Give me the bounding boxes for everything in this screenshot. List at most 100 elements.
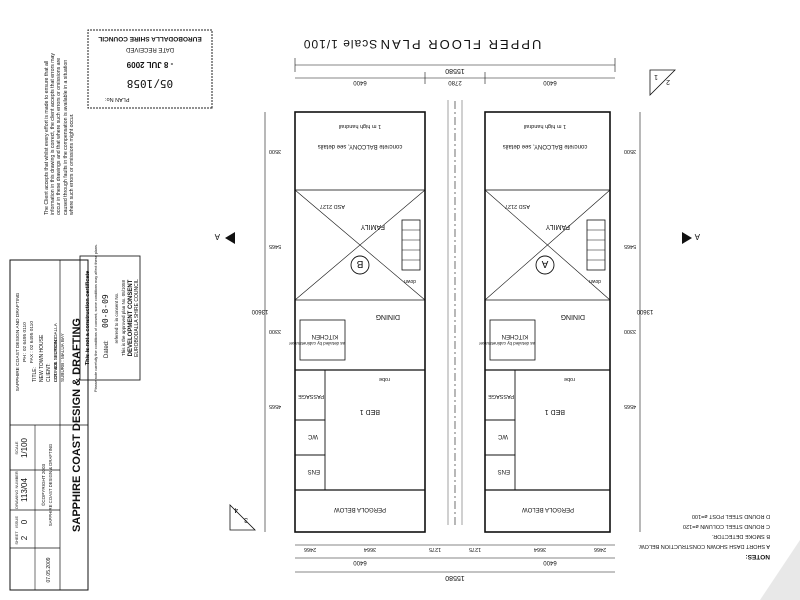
notes-heading: NOTES: bbox=[745, 553, 770, 560]
consent-line-4: referred to in consent No. bbox=[114, 293, 119, 344]
dim-a-bed: 4565 bbox=[624, 403, 636, 409]
dim-b-total: 13600 bbox=[251, 308, 268, 314]
dim-a-family: 5465 bbox=[624, 243, 636, 249]
company-short: SAPPHIRE COAST DESIGN AND DRAFTING bbox=[15, 292, 21, 391]
dim-bottom-left: 6400 bbox=[543, 559, 557, 565]
scale-label: SCALE bbox=[14, 441, 19, 454]
date-value: 07.05.2009 bbox=[46, 557, 52, 582]
consent-line-3: This is the approved plan No. 05/1058 bbox=[121, 279, 126, 356]
unit-a-marker bbox=[535, 255, 555, 275]
date-received-stamp: PLAN No: 05/1058 - 8 JUL 2009 DATE RECEI… bbox=[87, 29, 213, 109]
sheet-value: 2 bbox=[20, 535, 29, 540]
unit-b-kitchen-bench bbox=[299, 319, 346, 361]
unit-b-ens-label: ENS bbox=[308, 468, 320, 474]
unit-a-kitchen: KITCHEN bbox=[502, 333, 528, 339]
consent-dated: Dated: bbox=[104, 340, 110, 358]
dim-seg-2: 3664 bbox=[534, 546, 546, 552]
unit-b-stair bbox=[401, 219, 421, 271]
svg-text:4: 4 bbox=[234, 506, 238, 513]
disclaimer-text: The Client accepts that whilst every eff… bbox=[43, 52, 75, 215]
unit-b-wc-label: WC bbox=[307, 433, 318, 439]
stamp-plan-no: PLAN No: bbox=[105, 96, 130, 102]
section-marker-left bbox=[682, 232, 692, 244]
note-2: B SMOKE DETECTOR. bbox=[711, 533, 770, 539]
dim-top-right: 6400 bbox=[353, 79, 367, 85]
consent-line-2: Please note carefully the conditions of … bbox=[94, 244, 98, 392]
dim-seg-1: 2466 bbox=[594, 546, 606, 552]
dim-seg-5: 3664 bbox=[364, 546, 376, 552]
svg-text:3: 3 bbox=[244, 516, 248, 523]
lot-value: LOT : 608 SECTION : bbox=[53, 337, 58, 382]
unit-a-robe: robe bbox=[564, 376, 575, 382]
unit-b-robe: robe bbox=[379, 376, 390, 382]
unit-b-balcony bbox=[294, 111, 426, 191]
unit-b-handrail: 1 m high handrail bbox=[339, 123, 381, 129]
unit-a-pergola bbox=[484, 489, 611, 533]
unit-a-kitchen-bench bbox=[489, 319, 536, 361]
unit-b-kitchen-note: as detailed by cabinetmaker bbox=[288, 341, 345, 346]
unit-a-balcony bbox=[484, 111, 611, 191]
unit-a-down: down bbox=[589, 278, 601, 284]
unit-b: concrete BALCONY, see details 1 m high h… bbox=[251, 111, 426, 533]
svg-text:1: 1 bbox=[654, 73, 658, 80]
suburb-value: SUBURB : MALUA BAY bbox=[60, 333, 65, 382]
dim-top-mid: 2780 bbox=[448, 79, 462, 85]
dim-a-kitchen: 3300 bbox=[624, 328, 636, 334]
title-block: SAPPHIRE COAST DESIGN & DRAFTING SAPPHIR… bbox=[9, 259, 89, 591]
unit-a-stair bbox=[586, 219, 606, 271]
page-curl bbox=[760, 540, 800, 600]
sheet-label: SHEET bbox=[14, 531, 19, 545]
drawing-number-label: DRAWING NUMBER bbox=[14, 471, 19, 509]
dim-a-total: 13600 bbox=[636, 308, 653, 314]
plan-scale: Scale 1/100 bbox=[303, 37, 377, 51]
scale-value: 1/100 bbox=[20, 437, 29, 458]
stamp-date: - 8 JUL 2009 bbox=[126, 60, 173, 69]
unit-b-dining: DINING bbox=[376, 313, 401, 320]
unit-a-bed1: BED 1 bbox=[545, 408, 565, 415]
dim-b-family: 5465 bbox=[269, 243, 281, 249]
company-name: SAPPHIRE COAST DESIGN & DRAFTING bbox=[71, 318, 83, 532]
unit-a-dining: DINING bbox=[561, 313, 586, 320]
dim-seg-6: 2466 bbox=[304, 546, 316, 552]
unit-b-kitchen: KITCHEN bbox=[312, 333, 338, 339]
unit-a-passage-label: PASSAGE bbox=[488, 393, 514, 399]
unit-a-handrail: 1 m high handrail bbox=[524, 123, 566, 129]
unit-b-balcony-detail: concrete BALCONY, see details bbox=[318, 143, 403, 149]
dim-bottom-right: 6400 bbox=[353, 559, 367, 565]
stamp-plan-number: 05/1058 bbox=[127, 77, 173, 90]
unit-b-pergola-label: PERGOLA BELOW bbox=[334, 506, 386, 512]
dim-a-balcony: 3500 bbox=[624, 148, 636, 154]
consent-council: EUROBODALLA SHIRE COUNCIL bbox=[134, 279, 140, 357]
title-label: TITLE: bbox=[32, 367, 38, 382]
consent-title: DEVELOPMENT CONSENT bbox=[128, 279, 134, 356]
unit-b-asd: ASD 2127 bbox=[320, 203, 345, 209]
unit-a-wc-label: WC bbox=[497, 433, 508, 439]
rotated-sheet: UPPER FLOOR PLAN Scale 1/100 15580 6400 … bbox=[214, 37, 770, 581]
unit-b-down: down bbox=[404, 278, 416, 284]
note-4: D ROUND STEEL POST ø=100 bbox=[692, 513, 770, 519]
note-1: A SHORT DASH SHOWN CONSTRUCTION BELOW. bbox=[638, 543, 770, 549]
plan-title: UPPER FLOOR PLAN bbox=[379, 37, 542, 52]
unit-b-passage-label: PASSAGE bbox=[298, 393, 324, 399]
company-ph: PH : 02 6495 0110 bbox=[22, 322, 28, 362]
unit-a-pergola-label: PERGOLA BELOW bbox=[522, 506, 574, 512]
unit-a-balcony-detail: concrete BALCONY, see details bbox=[503, 143, 588, 149]
unit-a-family: FAMILY bbox=[545, 223, 570, 230]
notes-block: NOTES: A SHORT DASH SHOWN CONSTRUCTION B… bbox=[638, 513, 770, 560]
unit-a-kitchen-note: as detailed by cabinetmaker bbox=[478, 341, 535, 346]
dim-overall-bottom: 15580 bbox=[445, 574, 465, 581]
unit-b-bed1: BED 1 bbox=[360, 408, 380, 415]
consent-date-value: 00-8-09 bbox=[101, 294, 110, 328]
copyright: ©COPYRIGHT 2003 bbox=[40, 464, 46, 507]
council-value: COUNCIL : EUROBODALLA bbox=[53, 322, 58, 382]
elevation-marker-1: 1 2 bbox=[649, 69, 676, 96]
dim-b-bed: 4565 bbox=[269, 403, 281, 409]
dim-b-balcony: 3500 bbox=[269, 148, 281, 154]
dim-seg-4: 1275 bbox=[429, 546, 441, 552]
stamp-council: EUROBODALLA SHIRE COUNCIL bbox=[98, 35, 201, 42]
client-label: CLIENT: bbox=[46, 363, 52, 382]
drawing-number-value: 113/04 bbox=[20, 478, 29, 502]
disclaimer: The Client accepts that whilst every eff… bbox=[43, 52, 75, 215]
dim-overall-top: 15580 bbox=[445, 67, 465, 74]
